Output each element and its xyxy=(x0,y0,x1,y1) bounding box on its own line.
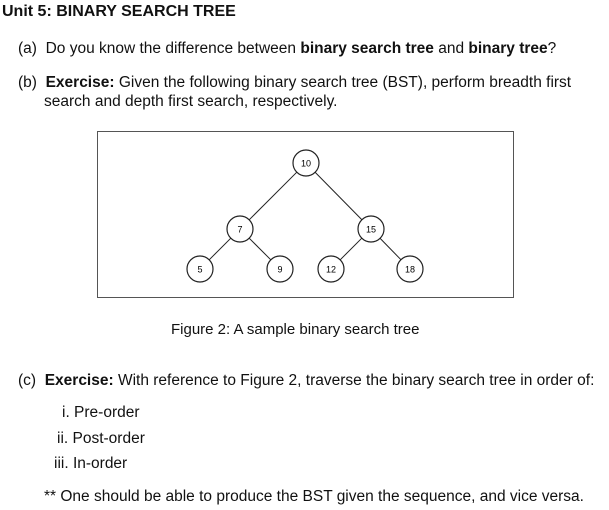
tree-node xyxy=(357,215,385,243)
tree-node-label: 10 xyxy=(301,159,311,169)
tree-node xyxy=(317,255,345,283)
tree-node xyxy=(292,149,320,177)
tree-node-label: 7 xyxy=(237,225,242,235)
tree-edge xyxy=(314,171,363,221)
tree-node-label: 15 xyxy=(366,225,376,235)
tree-node xyxy=(266,255,294,283)
tree-node xyxy=(226,215,254,243)
tree-node-label: 12 xyxy=(326,265,336,275)
tree-edge xyxy=(379,237,402,261)
tree-node xyxy=(396,255,424,283)
tree-node-label: 5 xyxy=(197,265,202,275)
list-item-inorder: iii. In-order xyxy=(54,455,128,472)
question-b-cont: search and depth first search, respectiv… xyxy=(44,93,338,110)
tree-edge xyxy=(208,237,232,261)
question-a: (a) Do you know the difference between b… xyxy=(18,40,557,57)
figure-caption: Figure 2: A sample binary search tree xyxy=(171,321,420,338)
list-item-preorder: i. Pre-order xyxy=(62,404,140,421)
list-item-postorder: ii. Post-order xyxy=(57,430,145,447)
tree-edge xyxy=(248,171,298,221)
question-b: (b) Exercise: Given the following binary… xyxy=(18,74,572,91)
bst-diagram: 10 7 15 5 9 12 18 xyxy=(186,149,424,283)
question-c: (c) Exercise: With reference to Figure 2… xyxy=(18,372,595,389)
footnote: ** One should be able to produce the BST… xyxy=(44,488,584,505)
tree-edge xyxy=(248,237,272,261)
bst-figure: 10 7 15 5 9 12 18 xyxy=(97,131,514,298)
tree-node-label: 18 xyxy=(405,265,415,275)
tree-edge xyxy=(339,237,363,261)
tree-node xyxy=(186,255,214,283)
unit-title: Unit 5: BINARY SEARCH TREE xyxy=(2,3,236,20)
tree-node-label: 9 xyxy=(277,265,282,275)
